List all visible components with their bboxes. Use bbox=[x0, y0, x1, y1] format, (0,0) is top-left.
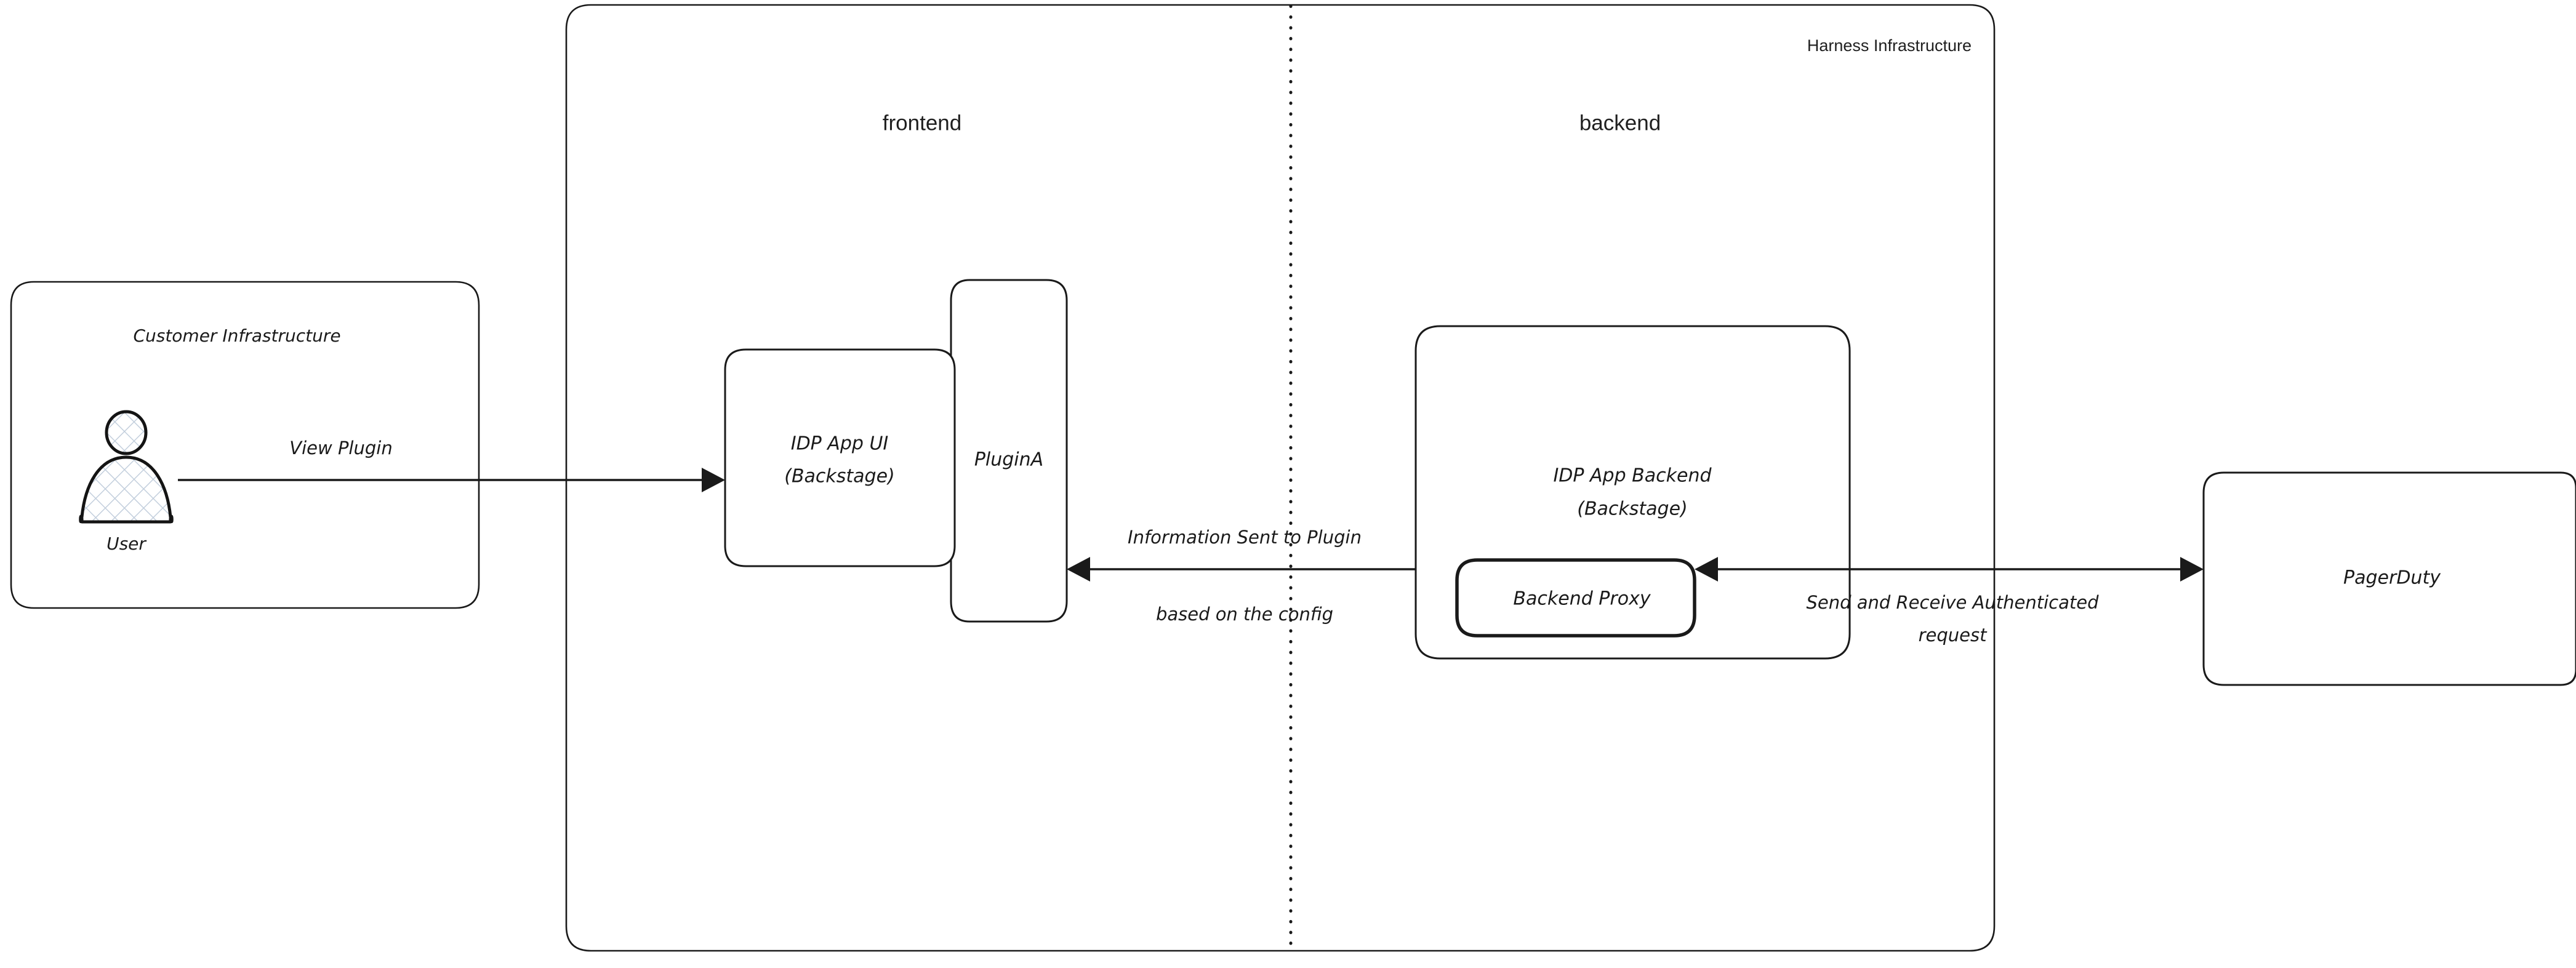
section-header-frontend: frontend bbox=[883, 111, 961, 135]
customer-infrastructure-container: Customer Infrastructure bbox=[10, 281, 480, 609]
edge-label-information-sent-line1: Information Sent to Plugin bbox=[1128, 527, 1362, 548]
node-backend-proxy: Backend Proxy bbox=[1455, 558, 1696, 638]
node-label-idp-app-backend-line1: IDP App Backend bbox=[1553, 465, 1712, 487]
arrow-head-left-proxy bbox=[1695, 557, 1718, 582]
customer-infrastructure-label: Customer Infrastructure bbox=[133, 326, 340, 346]
edge-user-to-idp-app-ui: View Plugin bbox=[178, 438, 725, 492]
arrow-head-right-pagerduty bbox=[2180, 557, 2204, 582]
node-idp-app-backend: IDP App Backend (Backstage) Backend Prox… bbox=[1414, 325, 1851, 660]
arrow-head-right bbox=[702, 468, 725, 492]
node-label-idp-app-backend-line2: (Backstage) bbox=[1577, 498, 1688, 520]
node-label-plugin-a: PluginA bbox=[974, 449, 1043, 471]
user-actor: User bbox=[79, 410, 174, 554]
edge-proxy-to-pagerduty: Send and Receive Authenticated request bbox=[1695, 557, 2204, 646]
node-label-pagerduty: PagerDuty bbox=[2343, 567, 2441, 589]
harness-infrastructure-label: Harness Infrastructure bbox=[1807, 36, 1972, 55]
node-label-idp-app-ui-line2: (Backstage) bbox=[784, 466, 895, 487]
node-idp-app-ui: IDP App UI (Backstage) bbox=[724, 348, 956, 567]
node-pagerduty: PagerDuty bbox=[2202, 471, 2576, 686]
edge-label-authenticated-line1: Send and Receive Authenticated bbox=[1806, 592, 2099, 613]
section-header-backend: backend bbox=[1579, 111, 1661, 135]
edge-label-information-sent-line2: based on the config bbox=[1156, 604, 1333, 625]
node-label-backend-proxy: Backend Proxy bbox=[1513, 588, 1651, 610]
edge-label-authenticated-line2: request bbox=[1919, 625, 1988, 646]
edge-backend-to-plugin: Information Sent to Plugin based on the … bbox=[1067, 527, 1416, 625]
harness-infrastructure-container: Harness Infrastructure bbox=[565, 4, 1996, 952]
node-label-idp-app-ui-line1: IDP App UI bbox=[791, 433, 889, 455]
arrow-head-left bbox=[1067, 557, 1090, 582]
edge-label-view-plugin: View Plugin bbox=[289, 438, 392, 458]
user-actor-icon bbox=[79, 410, 174, 524]
node-plugin-a: PluginA bbox=[950, 279, 1068, 623]
user-label: User bbox=[106, 534, 146, 554]
